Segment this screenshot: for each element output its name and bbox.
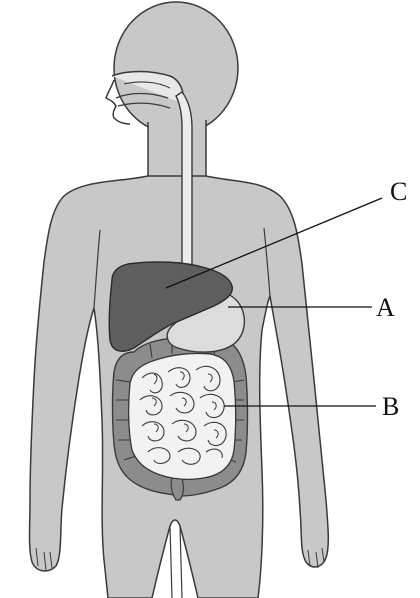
- head: [114, 2, 238, 134]
- small-intestine: [129, 353, 236, 479]
- neck: [148, 118, 206, 178]
- label-a: A: [376, 293, 395, 322]
- labels: C A B: [376, 177, 407, 421]
- label-c: C: [390, 177, 407, 206]
- label-b: B: [382, 392, 399, 421]
